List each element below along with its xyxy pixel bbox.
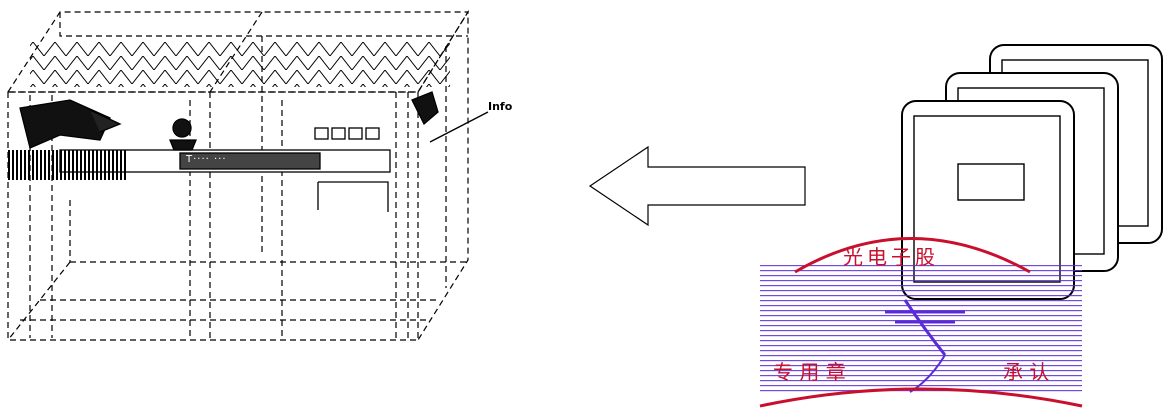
stamp-arc-text: 光电子股 [843,245,939,269]
tunnel-machine-icon [6,9,470,341]
stamp-left-text: 专 用 章 [773,360,846,384]
machine-display-text: T···· ··· [186,154,227,165]
arrow-left-icon [588,145,806,227]
stamp-right-text: 承 认 [1003,360,1050,384]
approval-stamp-icon [759,237,1083,408]
stacked-cards-icon [901,44,1163,300]
machine-panel-label: Info [488,100,513,113]
